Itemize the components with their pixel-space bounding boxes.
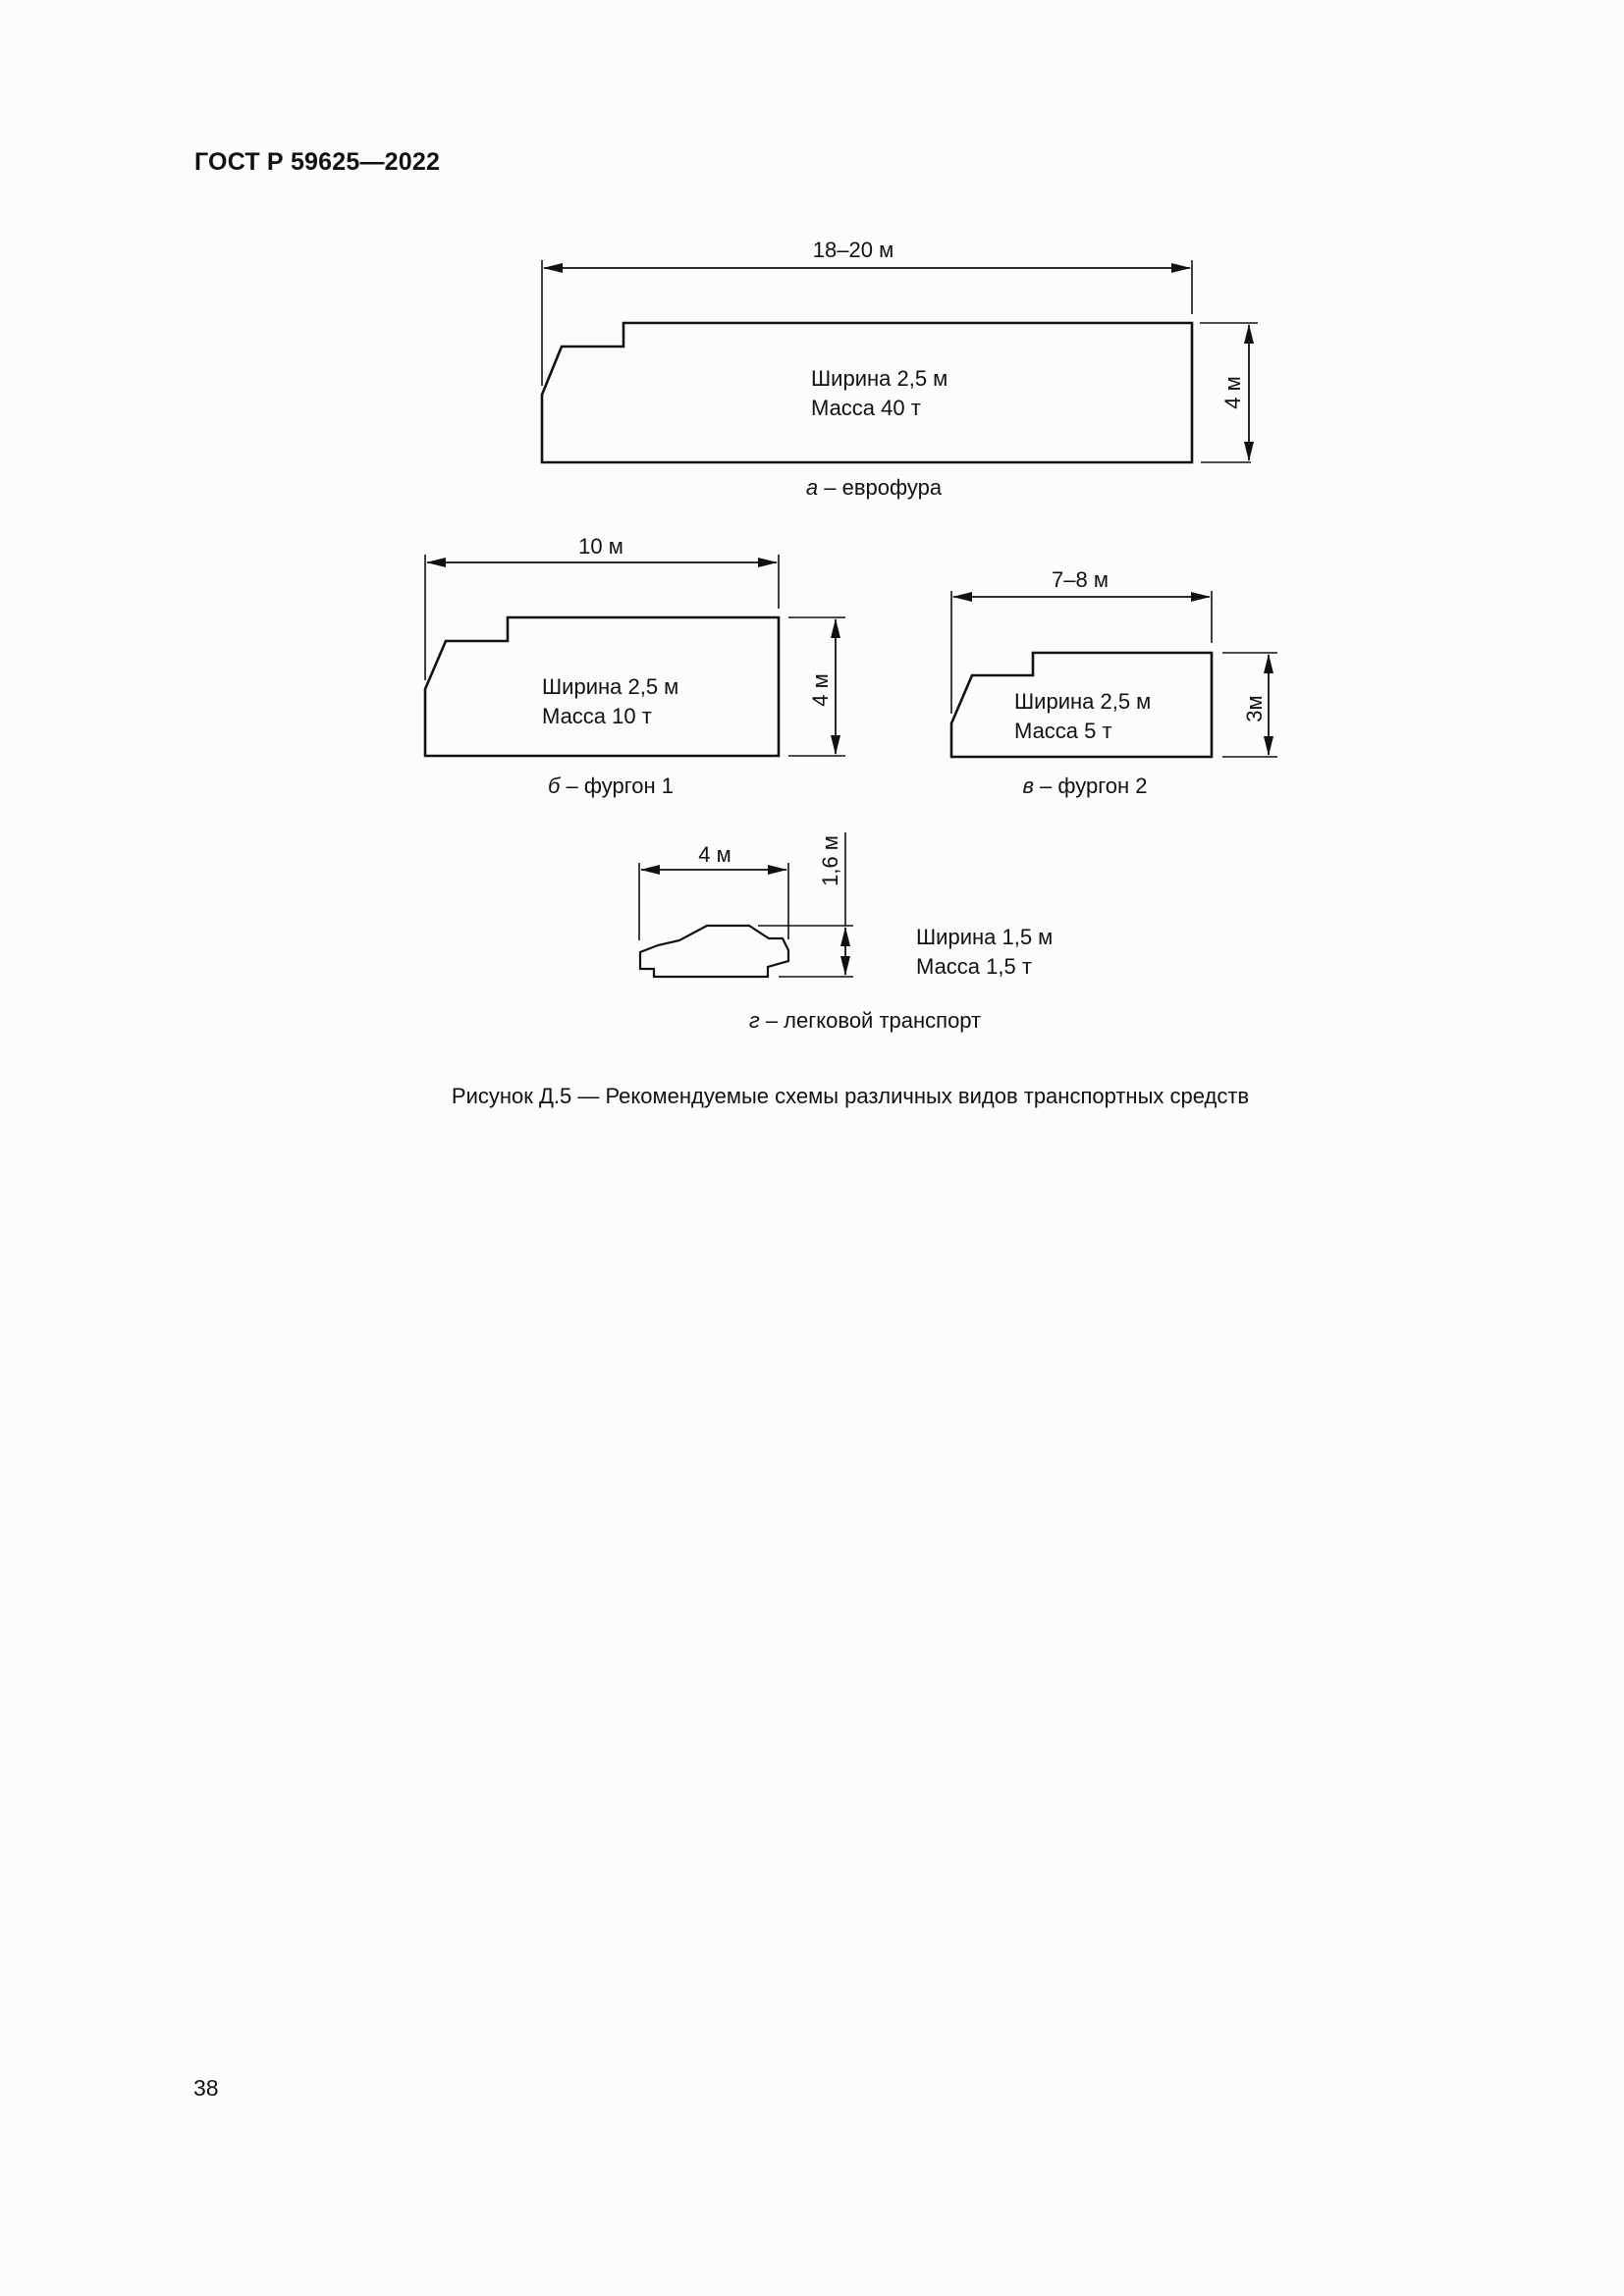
panel-van-1: 10 м 4 м Ширина 2,5 м Масса 10 т б – фур…	[423, 534, 845, 798]
mass-spec: Масса 1,5 т	[916, 954, 1032, 979]
length-label: 18–20 м	[813, 238, 893, 262]
panel-name: легковой транспорт	[784, 1008, 981, 1033]
height-label: 1,6 м	[818, 835, 842, 886]
caption-separator: –	[1034, 774, 1057, 798]
panel-letter: в	[1022, 774, 1033, 798]
height-label: 4 м	[1220, 376, 1245, 408]
length-label: 7–8 м	[1052, 567, 1109, 592]
panel-letter: г	[749, 1008, 760, 1033]
car-outline	[638, 924, 790, 979]
panel-caption: б – фургон 1	[548, 774, 674, 798]
panel-name: фургон 1	[584, 774, 674, 798]
van-1-outline	[423, 615, 781, 758]
width-spec: Ширина 1,5 м	[916, 925, 1053, 949]
panel-caption: в – фургон 2	[1022, 774, 1147, 798]
panel-caption: г – легковой транспорт	[749, 1008, 981, 1033]
panel-name: еврофура	[842, 475, 943, 500]
panel-caption: а – еврофура	[806, 475, 943, 500]
length-label: 4 м	[698, 842, 731, 867]
mass-spec: Масса 10 т	[542, 704, 652, 728]
panel-name: фургон 2	[1057, 774, 1147, 798]
width-spec: Ширина 2,5 м	[1014, 689, 1151, 714]
panel-letter: а	[806, 475, 818, 500]
mass-spec: Масса 5 т	[1014, 719, 1112, 743]
caption-separator: –	[760, 1008, 784, 1033]
figure-caption: Рисунок Д.5 — Рекомендуемые схемы различ…	[451, 1084, 1250, 1108]
panel-van-2: 7–8 м 3м Ширина 2,5 м Масса 5 т в – фург…	[949, 567, 1277, 798]
page-number: 38	[193, 2075, 219, 2101]
caption-separator: –	[560, 774, 583, 798]
height-label: 3м	[1242, 695, 1267, 721]
panel-letter: б	[548, 774, 562, 798]
document-header: ГОСТ Р 59625—2022	[194, 148, 441, 176]
width-spec: Ширина 2,5 м	[542, 674, 678, 699]
length-label: 10 м	[578, 534, 623, 559]
mass-spec: Масса 40 т	[811, 396, 921, 420]
height-label: 4 м	[808, 673, 833, 706]
panel-eurotruck: 18–20 м 4 м Ширина 2,5 м Масса 40 т а – …	[540, 238, 1258, 500]
eurotruck-outline	[540, 321, 1194, 464]
van-2-outline	[949, 651, 1214, 759]
caption-separator: –	[818, 475, 841, 500]
panel-passenger-car: 4 м 1,6 м Ширина 1,5 м Масса 1,5 т г – л…	[638, 832, 1053, 1033]
width-spec: Ширина 2,5 м	[811, 366, 947, 391]
